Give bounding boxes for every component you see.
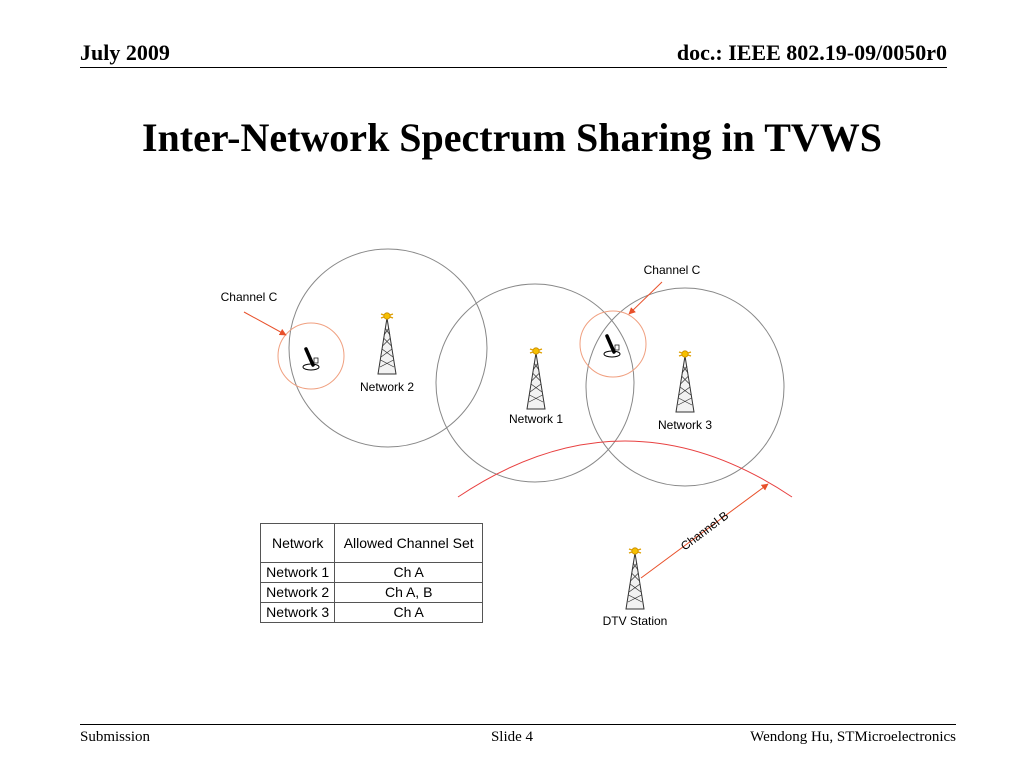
table-cell: Network 3: [259, 602, 336, 623]
table-row: Network 1 Ch A: [259, 562, 483, 583]
table-row: Network 2 Ch A, B: [259, 582, 483, 603]
table-header-channel-set: Allowed Channel Set: [334, 523, 483, 563]
table-cell: Network 2: [259, 582, 336, 603]
network1-label: Network 1: [509, 412, 563, 426]
footer-slide-number: Slide 4: [490, 729, 534, 745]
channel-c-left-label: Channel C: [221, 290, 278, 304]
network3-coverage: [585, 287, 785, 487]
table-cell: Network 1: [259, 562, 336, 583]
channel-c-right-label: Channel C: [644, 263, 701, 277]
table-cell: Ch A: [334, 562, 483, 583]
network3-label: Network 3: [658, 418, 712, 432]
slide-title: Inter-Network Spectrum Sharing in TVWS: [141, 115, 883, 160]
table-row: Network 3 Ch A: [259, 602, 483, 623]
channel-c-left-arrow: [243, 311, 287, 336]
channel-c-right-arrow: [628, 281, 663, 315]
network3-tower-icon: [675, 350, 695, 413]
channel-b-arrow: [640, 483, 769, 579]
dtv-station-label: DTV Station: [603, 614, 668, 628]
channel-c-left-zone: [277, 322, 345, 390]
dtv-coverage-arc: [457, 440, 793, 498]
header-date: July 2009: [80, 40, 170, 65]
network2-label: Network 2: [360, 380, 414, 394]
channel-c-right-zone: [579, 310, 647, 378]
device-right-icon: [602, 334, 622, 359]
allowed-channel-table: Network Allowed Channel Set Network 1 Ch…: [259, 523, 483, 623]
network2-coverage: [288, 248, 488, 448]
channel-b-label: Channel B: [678, 508, 731, 553]
footer-author: Wendong Hu, STMicroelectronics: [750, 729, 956, 745]
network1-tower-icon: [526, 347, 546, 410]
footer-submission: Submission: [80, 729, 151, 745]
header-rule: [80, 67, 947, 68]
table-header-row: Network Allowed Channel Set: [259, 523, 483, 563]
network1-coverage: [435, 283, 635, 483]
device-left-icon: [301, 347, 321, 372]
table-cell: Ch A, B: [334, 582, 483, 603]
header-doc-id: doc.: IEEE 802.19-09/0050r0: [676, 40, 947, 65]
footer-rule: [80, 724, 956, 725]
network2-tower-icon: [377, 312, 397, 375]
table-cell: Ch A: [334, 602, 483, 623]
table-header-network: Network: [259, 523, 336, 563]
